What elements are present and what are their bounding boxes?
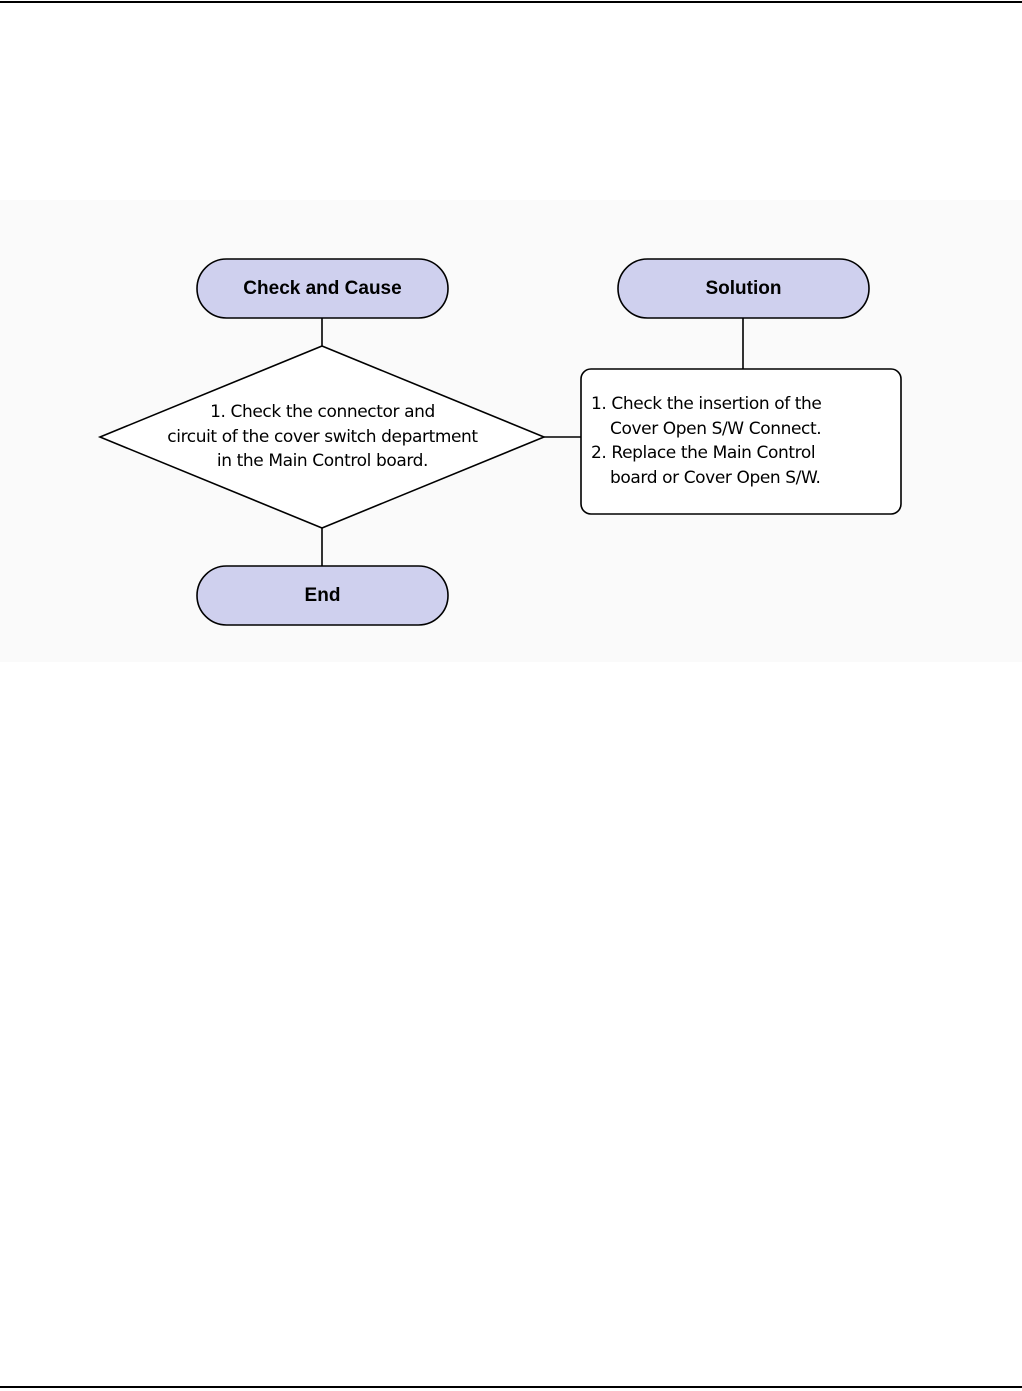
decision-line-1: 1. Check the connector and <box>210 402 435 423</box>
decision-text: 1. Check the connector and circuit of th… <box>140 392 505 482</box>
decision-diamond <box>97 345 547 529</box>
bottom-rule <box>0 1386 1022 1388</box>
solution-box <box>580 368 902 515</box>
solution-label: Solution <box>705 277 782 299</box>
end-node <box>196 565 449 626</box>
solution-line-1: 1. Check the insertion of the <box>591 394 822 414</box>
check-and-cause-node <box>196 258 449 319</box>
solution-node <box>617 258 870 319</box>
check-and-cause-label: Check and Cause <box>243 277 402 299</box>
top-rule <box>0 1 1022 3</box>
decision-line-2: circuit of the cover switch department <box>167 426 478 447</box>
solution-line-4: board or Cover Open S/W. <box>610 467 821 488</box>
solution-line-2: Cover Open S/W Connect. <box>610 418 822 439</box>
decision-line-3: in the Main Control board. <box>216 451 429 472</box>
solution-line-3: 2. Replace the Main Control <box>591 443 816 463</box>
end-label: End <box>304 584 341 606</box>
solution-box-text: 1. Check the insertion of the Cover Open… <box>591 392 891 492</box>
